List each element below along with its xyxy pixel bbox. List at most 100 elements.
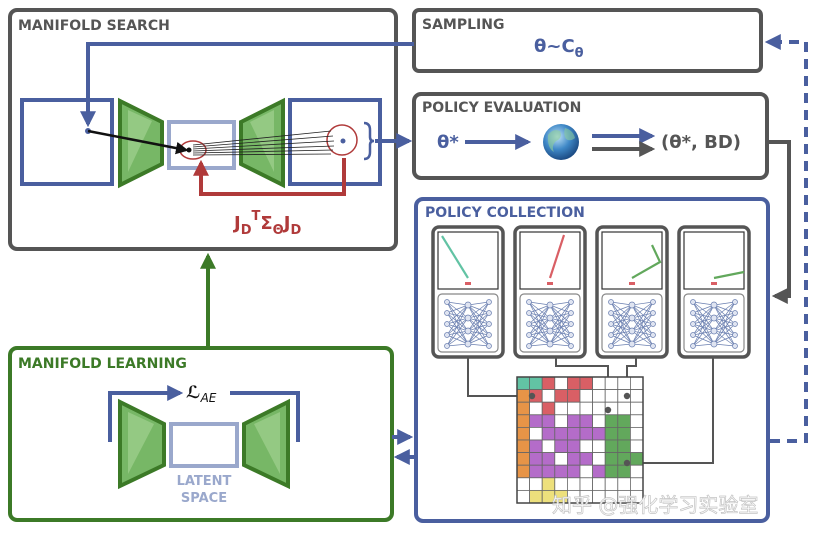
grid-cell	[554, 439, 568, 454]
policy-collection-panel: POLICY COLLECTION 知乎 @强化学习实验室	[414, 197, 770, 523]
grid-cell	[516, 376, 531, 391]
grid-cell	[579, 414, 594, 428]
grid-cell	[541, 477, 556, 491]
grid-cell	[617, 439, 631, 454]
manifold-learning-title: MANIFOLD LEARNING	[18, 356, 187, 372]
grid-cell	[567, 477, 581, 491]
sampling-formula: θ~Cθ	[534, 36, 584, 61]
watermark-text: 知乎 @强化学习实验室	[552, 493, 758, 517]
grid-cell	[516, 477, 531, 491]
ml-latent-box	[169, 422, 239, 468]
grid-cell	[579, 401, 594, 416]
grid-cell	[630, 414, 644, 428]
grid-cell	[554, 477, 568, 491]
grid-cell	[630, 439, 644, 454]
grid-cell	[604, 426, 619, 441]
grid-cell	[554, 414, 568, 428]
grid-cell	[567, 439, 581, 454]
output-circle	[326, 124, 358, 156]
grid-cell	[579, 452, 594, 466]
grid-cell	[630, 464, 644, 479]
grid-cell	[541, 452, 556, 466]
output-box	[288, 98, 382, 186]
policy-card	[595, 225, 669, 359]
manifold-search-panel: MANIFOLD SEARCH JDTΣ	[8, 8, 398, 251]
jacobian-label: JDTΣΘJD	[232, 209, 301, 238]
grid-cell	[592, 426, 606, 441]
grid-cell	[630, 401, 644, 416]
grid-cell	[541, 414, 556, 428]
grid-cell	[617, 477, 631, 491]
grid-cell	[554, 426, 568, 441]
environment-globe-icon	[543, 124, 579, 160]
grid-cell	[516, 464, 531, 479]
grid-cell	[579, 464, 594, 479]
robot-arm	[713, 270, 745, 280]
manifold-search-title: MANIFOLD SEARCH	[18, 18, 170, 34]
output-point	[340, 138, 346, 144]
grid-cell	[516, 401, 531, 416]
grid-cell	[617, 426, 631, 441]
policy-card	[677, 225, 751, 359]
grid-cell	[630, 426, 644, 441]
grid-cell	[617, 414, 631, 428]
grid-cell	[554, 376, 568, 391]
policy-collection-title: POLICY COLLECTION	[425, 205, 585, 221]
ml-encoder-highlight	[128, 412, 154, 474]
policy-evaluation-panel: POLICY EVALUATION θ* (θ*, BD)	[412, 92, 769, 180]
eval-to-collection-arrow	[767, 140, 791, 304]
manifold-learning-panel: MANIFOLD LEARNING ℒAE LATENT SPACE	[8, 346, 394, 522]
grid-cell	[617, 376, 631, 391]
grid-connector-dots	[528, 392, 631, 467]
grid-cell	[630, 477, 644, 491]
grid-cell	[541, 439, 556, 454]
ae-loop-right	[230, 391, 300, 442]
latent-label-line1: LATENT	[177, 474, 232, 489]
grid-cell	[516, 414, 531, 428]
policy-card	[513, 225, 587, 359]
grid-cell	[630, 452, 644, 466]
grid-cell	[567, 401, 581, 416]
grid-cell	[554, 401, 568, 416]
input-box	[20, 98, 114, 186]
arm-base	[465, 282, 471, 285]
grid-cell	[604, 376, 619, 391]
grid-cell	[579, 439, 594, 454]
sampling-title: SAMPLING	[422, 17, 504, 33]
arm-base	[629, 282, 635, 285]
grid-cell	[516, 489, 531, 504]
grid-cell	[554, 389, 568, 403]
grid-cell	[529, 414, 543, 428]
grid-cell	[592, 414, 606, 428]
grid-cell	[617, 401, 631, 416]
grid-cell	[529, 464, 543, 479]
jacobian-arrow	[193, 158, 346, 196]
sample-arrow	[80, 42, 414, 128]
grid-cell	[604, 452, 619, 466]
grid-cell	[592, 439, 606, 454]
grid-cell	[592, 452, 606, 466]
grid-cell	[604, 439, 619, 454]
robot-arm	[441, 235, 469, 279]
result-label: (θ*, BD)	[661, 132, 741, 153]
grid-cell	[541, 376, 556, 391]
latent-box	[167, 120, 236, 170]
arm-base	[547, 282, 553, 285]
encode-arrow	[87, 129, 189, 155]
sampling-panel: SAMPLING θ~Cθ	[412, 8, 763, 73]
grid-cell	[567, 426, 581, 441]
grid-cell	[617, 464, 631, 479]
decoder-highlight	[250, 110, 274, 172]
theta-star-label: θ*	[437, 132, 459, 153]
grid-cell	[529, 401, 543, 416]
grid-cell	[541, 401, 556, 416]
mapping-lines	[192, 130, 335, 156]
grid-cell	[579, 376, 594, 391]
grid-cell	[516, 452, 531, 466]
ae-loop-left	[108, 385, 184, 442]
grid-cell	[541, 426, 556, 441]
policy-cards	[431, 225, 751, 359]
grid-frame	[516, 376, 644, 504]
grid-cell	[529, 439, 543, 454]
